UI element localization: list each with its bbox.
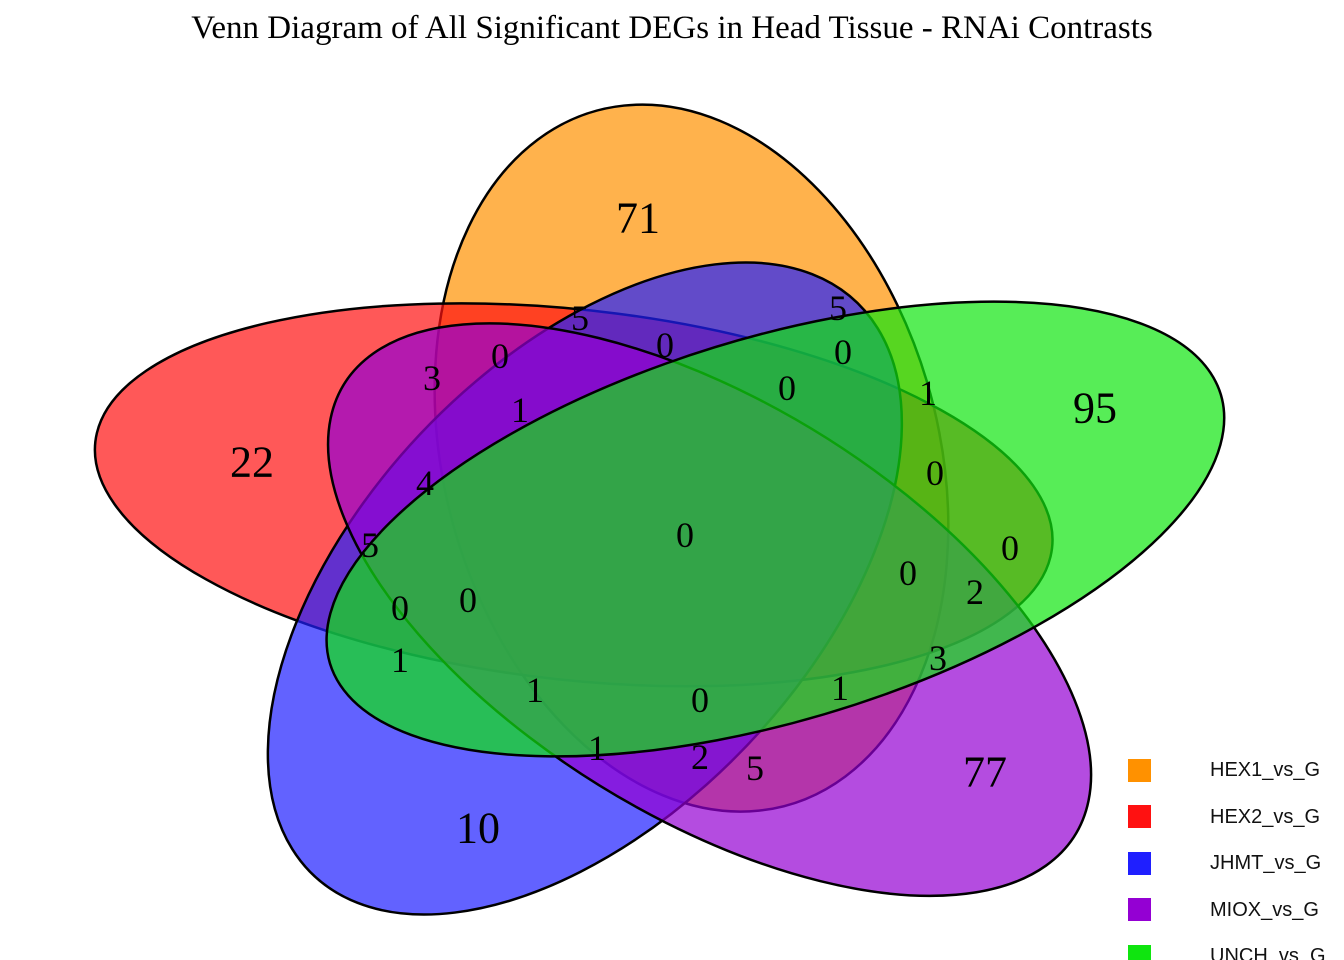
legend-swatch-unch: [1128, 944, 1151, 960]
legend-item-hex2: HEX2_vs_G: [1128, 805, 1320, 829]
legend-item-unch: UNCH_vs_G: [1128, 944, 1326, 960]
legend-item-miox: MIOX_vs_G: [1128, 898, 1319, 922]
venn-ellipse-group: [53, 80, 1320, 960]
legend-swatch-hex2: [1128, 805, 1151, 828]
legend-swatch-miox: [1128, 898, 1151, 921]
legend-item-hex1: HEX1_vs_G: [1128, 758, 1320, 782]
venn-ellipse-unch: [231, 208, 1321, 851]
legend-label: JHMT_vs_G: [1210, 852, 1322, 874]
legend-label: UNCH_vs_G: [1210, 945, 1326, 960]
legend-swatch-hex1: [1128, 758, 1151, 782]
legend-label: MIOX_vs_G: [1210, 898, 1319, 921]
legend-label: HEX1_vs_G: [1210, 759, 1321, 781]
legend-item-jhmt: JHMT_vs_G: [1128, 851, 1321, 875]
legend-label: HEX2_vs_G: [1210, 805, 1321, 828]
legend-swatch-jhmt: [1128, 851, 1151, 875]
chart-title: Venn Diagram of All Significant DEGs in …: [191, 10, 1153, 46]
